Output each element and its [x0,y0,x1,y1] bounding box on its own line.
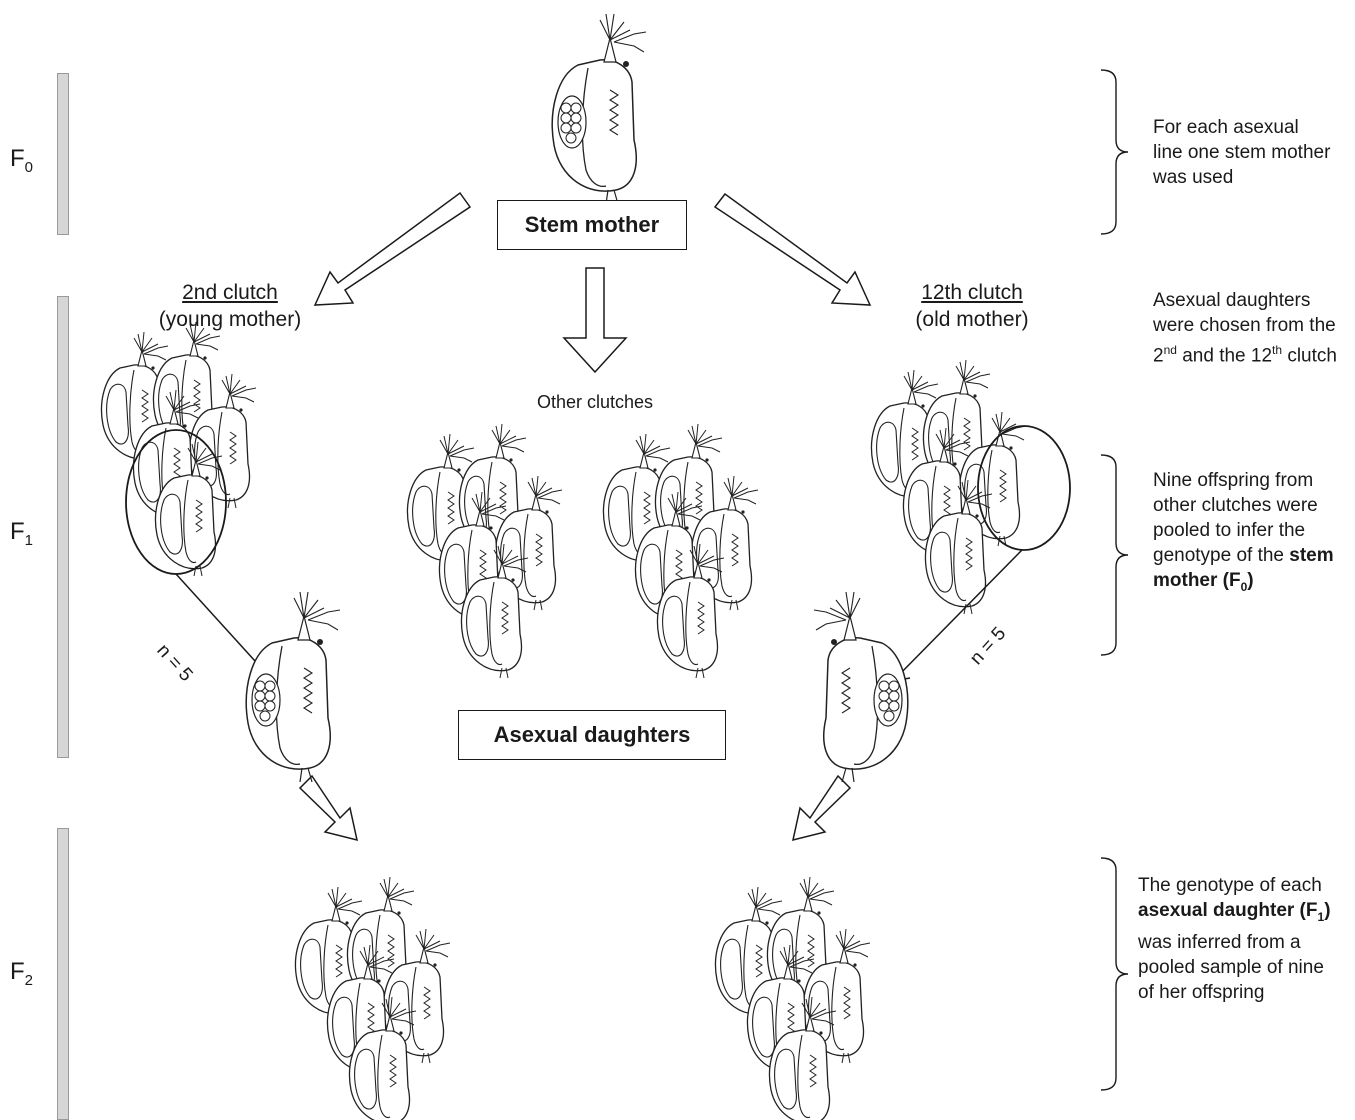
clutch-2-label: 2nd clutch (young mother) [158,281,302,331]
clutch-12-daphnia-group [872,360,1026,614]
f2-right-offspring-group [716,877,870,1120]
other-clutches-group-1 [408,424,562,678]
brace-f0 [1100,69,1129,235]
arrow-f1-f2-right [792,774,852,842]
arrow-thin-right [892,549,1023,682]
stem-mother-box: Stem mother [497,200,687,250]
generation-bar-f1 [57,296,69,758]
block-arrows [298,191,872,842]
stem-mother-daphnia [551,13,647,205]
note-f1-chosen: Asexual daughters were chosen from the 2… [1153,290,1337,367]
note-f1-pooled: Nine offspring from other clutches were … [1153,470,1334,594]
generation-label-f0: F0 [10,145,34,176]
clutch-12-label: 12th clutch (old mother) [915,281,1029,331]
arrow-left [313,191,472,306]
clutch-2-daphnia-group [102,322,256,576]
arrow-f1-f2-left [298,774,358,842]
note-f2: The genotype of each asexual daughter (F… [1138,875,1331,1003]
note-f0: For each asexual line one stem mother wa… [1153,117,1331,188]
brace-f1 [1100,454,1129,656]
arrow-center [562,267,628,374]
brace-f2 [1100,857,1129,1091]
asexual-daughters-box: Asexual daughters [458,710,726,760]
generation-bar-f0 [57,73,69,235]
generation-label-f2: F2 [10,958,34,989]
other-clutches-label: Other clutches [536,392,654,412]
f2-left-offspring-group [296,877,450,1120]
selection-ellipse-right [977,425,1071,551]
arrow-right [713,192,872,306]
other-clutches-group-2 [604,424,758,678]
asexual-daughter-left [245,591,341,783]
generation-label-f1: F1 [10,518,34,549]
asexual-daughter-right [813,591,909,783]
